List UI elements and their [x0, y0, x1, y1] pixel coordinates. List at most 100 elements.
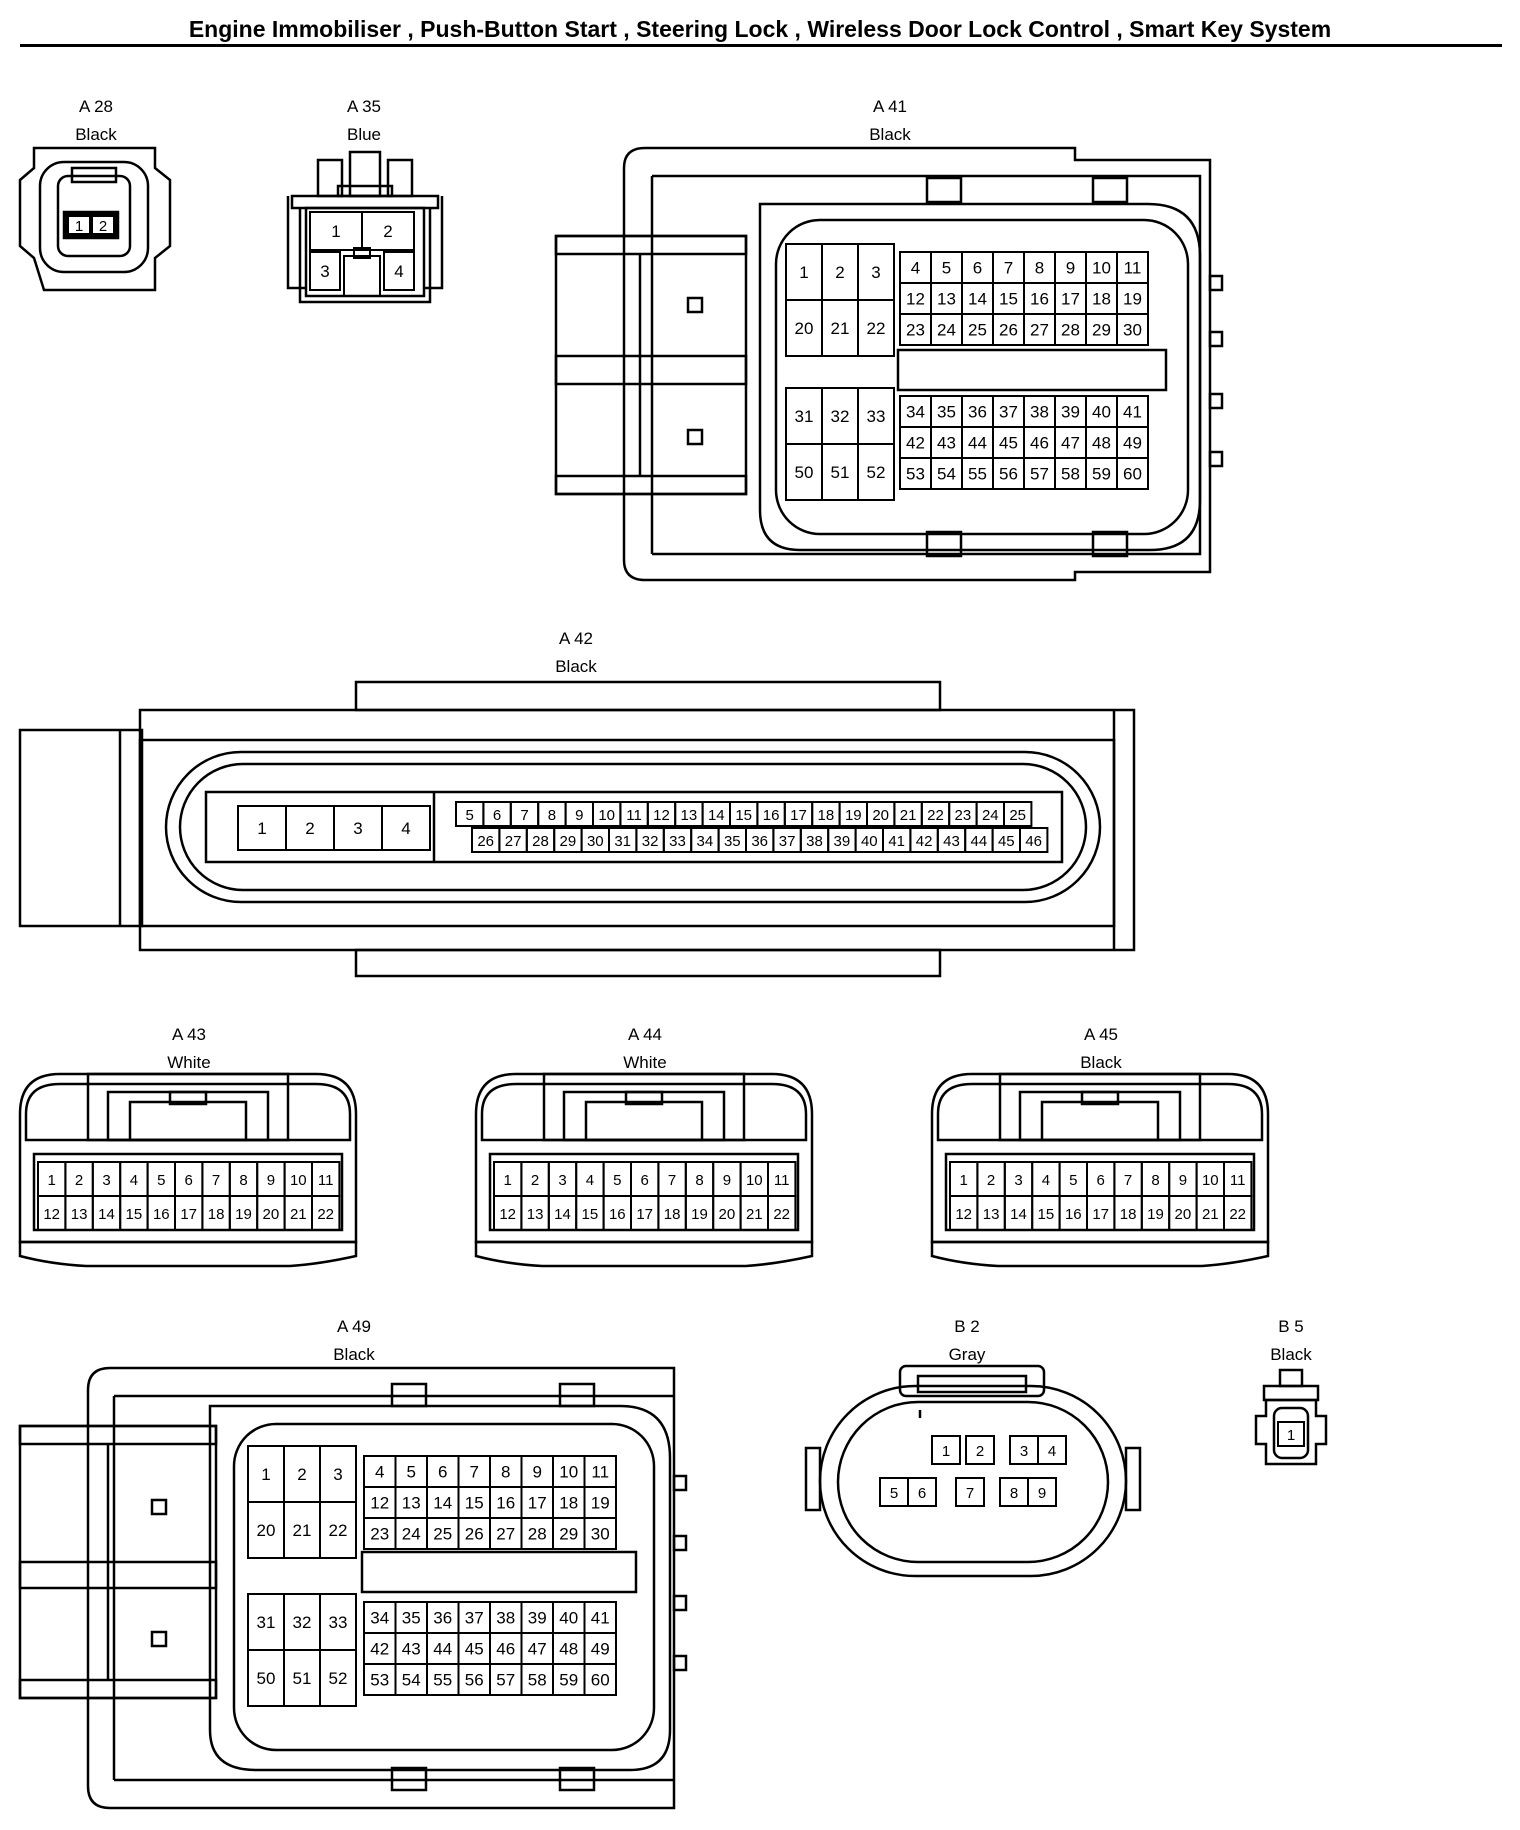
a49-pin-label: 5: [407, 1463, 416, 1482]
a44-pin-label: 7: [668, 1172, 676, 1189]
a42-pin-cell: 2: [285, 805, 335, 851]
a42-pin-cell: 20: [866, 801, 896, 827]
a41-pin-cell: 52: [857, 443, 895, 501]
a42-pin-label: 40: [861, 833, 878, 850]
a41-pin-cell: 30: [1116, 313, 1149, 346]
a43-pin-cell: 7: [201, 1161, 231, 1197]
a41-pin-label: 37: [999, 403, 1018, 422]
a49-pin-cell: 32: [283, 1593, 321, 1651]
a45-pin-label: 21: [1202, 1206, 1219, 1223]
a42-pin-cell: 36: [745, 827, 775, 853]
a49-pin-label: 33: [329, 1613, 348, 1632]
a42-pin-label: 13: [681, 807, 698, 824]
a49-pin-label: 17: [528, 1494, 547, 1513]
a41-pin-cell: 16: [1023, 282, 1056, 315]
a42-pin-label: 19: [845, 807, 862, 824]
a42-pin-cell: 31: [608, 827, 638, 853]
a44-pin-cell: 2: [520, 1161, 550, 1197]
a42-pin-cell: 14: [701, 801, 731, 827]
a41-pin-cell: 17: [1054, 282, 1087, 315]
a42-pin-cell: 34: [690, 827, 720, 853]
a42-pin-label: 15: [735, 807, 752, 824]
a49-pin-cell: 36: [426, 1601, 460, 1634]
housing-body: [474, 1072, 814, 1244]
a49-pin-cell: 1: [247, 1445, 285, 1503]
a41-pin-cell: 9: [1054, 251, 1087, 284]
a49-pin-label: 37: [465, 1609, 484, 1628]
a41-pin-label: 27: [1030, 321, 1049, 340]
housing-latch-tab: [168, 1090, 208, 1106]
a43-pin-label: 7: [212, 1172, 220, 1189]
a41-pin-cell: 22: [857, 299, 895, 357]
a41-pin-label: 24: [937, 321, 956, 340]
a49-pin-cell: 9: [520, 1455, 554, 1488]
a49-pin-cell: 3: [319, 1445, 357, 1503]
a45-pin-label: 4: [1042, 1172, 1050, 1189]
a42-pin-label: 11: [626, 807, 642, 824]
a41-pin-cell: 46: [1023, 426, 1056, 459]
a41-pin-label: 23: [906, 321, 925, 340]
a45-pin-label: 17: [1092, 1206, 1109, 1223]
a42-pin-cell: 23: [948, 801, 978, 827]
a44-pin-label: 12: [499, 1206, 516, 1223]
a49-pin-label: 43: [402, 1640, 421, 1659]
a49-pin-cell: 42: [363, 1632, 397, 1665]
a42-pin-label: 6: [493, 807, 501, 824]
connector-b5-pins: 1: [1277, 1421, 1305, 1447]
a45-pin-label: 13: [983, 1206, 1000, 1223]
a44-pin-cell: 9: [712, 1161, 742, 1197]
a45-pin-cell: 2: [976, 1161, 1006, 1197]
a49-pin-cell: 34: [363, 1601, 397, 1634]
a43-pin-label: 4: [130, 1172, 138, 1189]
b2-pin-cell: 9: [1027, 1477, 1057, 1507]
a49-pin-cell: 46: [489, 1632, 523, 1665]
a49-pin-label: 22: [329, 1521, 348, 1540]
connector-a41-code: A 41: [873, 97, 907, 116]
housing-skirt: [18, 1240, 358, 1268]
connector-a28-code: A 28: [79, 97, 113, 116]
a41-pin-cell: 44: [961, 426, 994, 459]
a43-pin-cell: 2: [64, 1161, 94, 1197]
a49-pin-label: 54: [402, 1671, 421, 1690]
a45-pin-cell: 13: [976, 1195, 1006, 1231]
a41-pin-label: 13: [937, 290, 956, 309]
a49-pin-label: 60: [591, 1671, 610, 1690]
a41-pin-label: 56: [999, 465, 1018, 484]
a49-pin-label: 57: [496, 1671, 515, 1690]
a41-pin-cell: 50: [785, 443, 823, 501]
a45-pin-cell: 18: [1113, 1195, 1143, 1231]
a42-pin-label: 36: [751, 833, 768, 850]
housing-rim: [24, 1082, 352, 1142]
b2-pin-cell: 8: [999, 1477, 1029, 1507]
a41-pin-label: 12: [906, 290, 925, 309]
a44-pin-label: 22: [773, 1206, 790, 1223]
a49-pin-label: 9: [533, 1463, 542, 1482]
a42-pin-cell: 21: [893, 801, 923, 827]
a42-pin-label: 23: [955, 807, 972, 824]
a49-pin-label: 16: [496, 1494, 515, 1513]
a41-pin-cell: 38: [1023, 395, 1056, 428]
a49-pin-cell: 38: [489, 1601, 523, 1634]
a49-pin-label: 3: [333, 1465, 342, 1484]
a49-pin-label: 19: [591, 1494, 610, 1513]
a43-pin-cell: 18: [201, 1195, 231, 1231]
a41-pin-cell: 8: [1023, 251, 1056, 284]
housing-latch-slot: [1040, 1100, 1160, 1142]
a41-pin-cell: 59: [1085, 457, 1118, 490]
a43-pin-cell: 16: [146, 1195, 177, 1231]
a49-pin-label: 56: [465, 1671, 484, 1690]
a35-latch: [343, 255, 381, 297]
a43-pin-label: 18: [208, 1206, 225, 1223]
a43-pin-label: 21: [290, 1206, 307, 1223]
a41-pin-cell: 21: [821, 299, 859, 357]
a41-pin-label: 22: [867, 319, 886, 338]
a49-pin-label: 44: [433, 1640, 452, 1659]
connector-a43-color: White: [167, 1053, 210, 1072]
a49-pin-cell: 20: [247, 1501, 285, 1559]
a35-pin-cell: 4: [383, 251, 415, 291]
a41-pin-cell-box: [1116, 457, 1149, 490]
a42-pin-label: 9: [575, 807, 583, 824]
a41-pin-cell: 58: [1054, 457, 1087, 490]
a49-pin-cell: 5: [394, 1455, 428, 1488]
